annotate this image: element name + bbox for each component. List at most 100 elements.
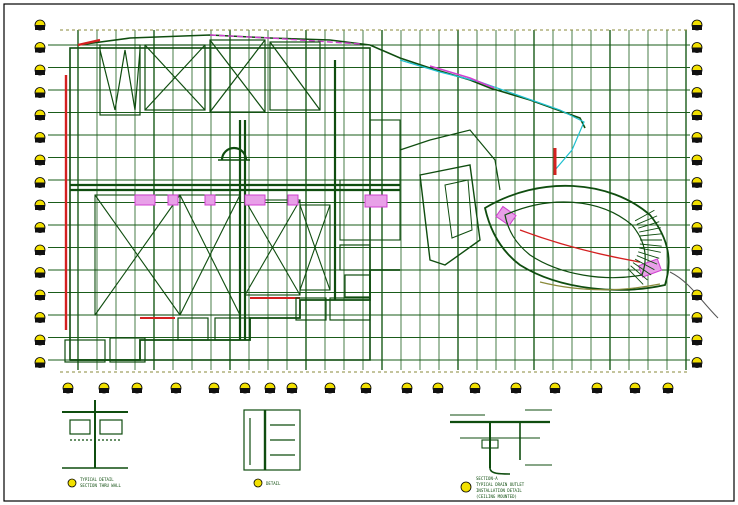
central-bays: [94, 119, 401, 316]
north-bay-4-brace: [269, 41, 321, 111]
north-magenta-edge: [209, 34, 361, 45]
detail-3-line-4: (CEILING MOUNTED): [476, 494, 517, 499]
grid-bubble: [98, 382, 110, 394]
fin: [639, 243, 662, 247]
main-corridors: [70, 60, 400, 340]
bay-b-brace-2: [179, 194, 241, 316]
grid-bubble-base: [692, 160, 702, 165]
grid-bubble: [432, 382, 444, 394]
fin: [639, 233, 662, 237]
grid-bubble-base: [99, 388, 109, 393]
fixture-4: [287, 194, 299, 206]
fixture-2: [167, 194, 179, 206]
fin: [638, 221, 660, 229]
grid-bubble: [691, 334, 703, 346]
grid-bubble-base: [402, 388, 412, 393]
grid-bubble: [691, 42, 703, 53]
structural-grid: [48, 30, 690, 370]
sheet-border: [3, 3, 735, 502]
grid-bubble: [360, 382, 372, 394]
grid-bubble-base: [35, 70, 45, 75]
grid-bubble-base: [630, 388, 640, 393]
grid-bubble: [264, 382, 276, 394]
north-bay-4: [269, 41, 321, 111]
grid-bubble: [34, 19, 46, 31]
fin: [634, 258, 655, 271]
grid-bubble: [691, 267, 703, 278]
grid-bubble: [629, 382, 641, 394]
grid-bubble-base: [35, 227, 45, 233]
grid-bubble: [34, 109, 46, 121]
grid-bubble: [662, 382, 674, 394]
fixture-6: [204, 194, 216, 206]
fixture-5: [364, 194, 388, 208]
grid-bubble: [691, 109, 703, 121]
detail-1-line-2: SECTION THRU WALL: [80, 483, 122, 488]
grid-bubble-base: [35, 340, 45, 345]
room-e1: [339, 244, 371, 271]
grid-bubble-base: [692, 272, 702, 278]
detail-1: TYPICAL DETAIL SECTION THRU WALL: [62, 400, 128, 488]
north-red-wall: [77, 38, 101, 47]
detail-3-title: SECTION-A: [476, 476, 498, 481]
grid-bubble-base: [35, 137, 45, 143]
curved-wing-inner: [504, 201, 646, 279]
grid-bubble: [691, 222, 703, 233]
grid-bubble-base: [171, 388, 181, 393]
grid-bubbles: [34, 19, 703, 394]
grid-bubble-base: [35, 295, 45, 300]
detail-3-line-3: INSTALLATION DETAIL: [476, 488, 522, 493]
grid-bubble-base: [692, 227, 702, 233]
bay-c-brace-2: [244, 199, 301, 296]
fixtures: [134, 194, 663, 278]
grid-bubble-base: [35, 362, 45, 368]
grid-bubble-base: [287, 388, 297, 393]
connector-curve: [399, 129, 501, 191]
east-block-2: [369, 119, 401, 181]
bay-d-brace-2: [299, 204, 331, 291]
grid-bubble: [131, 382, 143, 394]
detail-1-tag-icon: [67, 478, 77, 488]
bay-a-brace-2: [94, 194, 181, 316]
grid-bubble-base: [692, 295, 702, 300]
north-bay-3: [209, 39, 266, 113]
north-zone: [99, 39, 321, 161]
grid-bubble-base: [35, 272, 45, 278]
room-e2: [344, 274, 371, 298]
grid-bubble: [34, 177, 46, 188]
detail-1-box-a: [69, 419, 91, 435]
grid-bubble: [34, 42, 46, 53]
grid-bubble-base: [692, 70, 702, 75]
grid-bubble-base: [325, 388, 335, 393]
detail-1-title: TYPICAL DETAIL: [80, 477, 114, 482]
room-s1: [64, 339, 106, 363]
grid-bubble: [401, 382, 413, 394]
grid-bubble: [208, 382, 220, 394]
grid-bubble: [34, 357, 46, 368]
grid-bubble: [34, 334, 46, 346]
grid-bubble-base: [132, 388, 142, 393]
curved-wing-outer: [483, 184, 670, 291]
grid-bubble-base: [35, 115, 45, 120]
detail-2-frame: [243, 409, 301, 471]
north-bay-1-zigzag: [99, 49, 141, 111]
north-bay-1: [99, 44, 141, 116]
grid-bubble: [510, 382, 522, 394]
grid-bubble: [34, 64, 46, 76]
south-rooms: [64, 244, 371, 363]
grid-bubble: [549, 382, 561, 394]
grid-bubble: [34, 199, 46, 211]
grid-bubble-base: [35, 317, 45, 323]
north-bay-3-brace-b: [209, 39, 266, 113]
grid-bubble: [34, 289, 46, 301]
grid-bubble-base: [35, 25, 45, 30]
north-east-magenta-edge: [429, 65, 495, 89]
detail-2-tag-icon: [253, 478, 263, 488]
fin: [638, 251, 660, 259]
grid-bubble: [34, 312, 46, 323]
grid-bubble: [691, 357, 703, 368]
grid-bubble-base: [692, 47, 702, 53]
grid-bubble: [691, 87, 703, 98]
grid-bubble: [691, 244, 703, 256]
fixture-3: [244, 194, 266, 206]
